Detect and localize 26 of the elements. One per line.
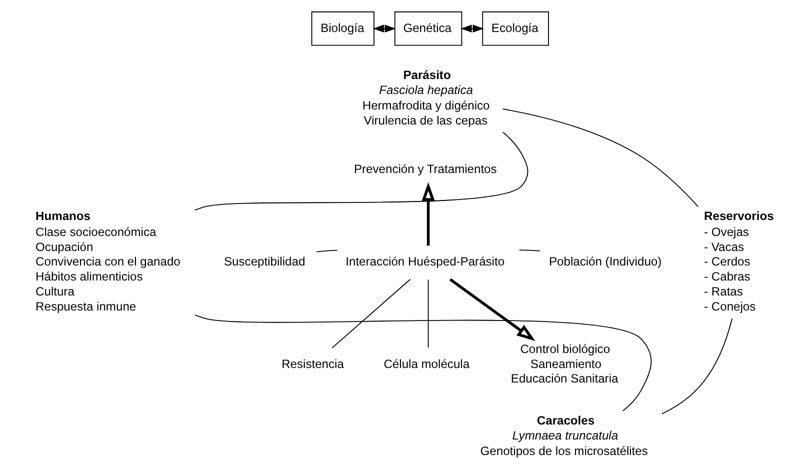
node-text: Resistencia <box>282 356 344 371</box>
node-box: Ecología <box>482 11 549 46</box>
node-text: Interacción Huésped-Parásito <box>346 254 505 269</box>
arrow <box>372 24 396 32</box>
node-box: Genética <box>394 11 462 46</box>
connector <box>662 318 733 414</box>
node-text: Población (Individuo) <box>548 254 662 269</box>
connector <box>194 132 528 211</box>
arrow <box>460 24 484 32</box>
connector <box>428 279 429 348</box>
node-text: Control biológico Saneamiento Educación Sanitaria <box>510 342 618 386</box>
connector <box>518 250 540 252</box>
node-text: Prevención y Tratamientos <box>354 162 497 176</box>
arrow <box>422 182 435 246</box>
connector <box>332 278 411 348</box>
node-text: Caracoles Lymnaea truncatula Genotipos de los microsatélites <box>480 413 648 458</box>
connector <box>194 314 652 412</box>
node-text: Humanos Clase socioeconómica Ocupación Convivencia con el ganado Hábitos alimenticios Cultura Respuesta inmune <box>36 209 180 314</box>
connector <box>316 250 338 252</box>
node-text: Parásito Fasciola hepatica Hermafrodita y digénico Virulencia de las cepas <box>362 68 490 128</box>
node-text: Célula molécula <box>384 356 470 371</box>
node-text: Susceptibilidad <box>224 254 306 269</box>
arrow <box>449 278 536 342</box>
node-text: Reservorios - Ovejas - Vacas - Cerdos - Cabras - Ratas - Conejos <box>704 209 774 314</box>
node-box: Biología <box>311 11 374 46</box>
connector <box>502 108 699 208</box>
